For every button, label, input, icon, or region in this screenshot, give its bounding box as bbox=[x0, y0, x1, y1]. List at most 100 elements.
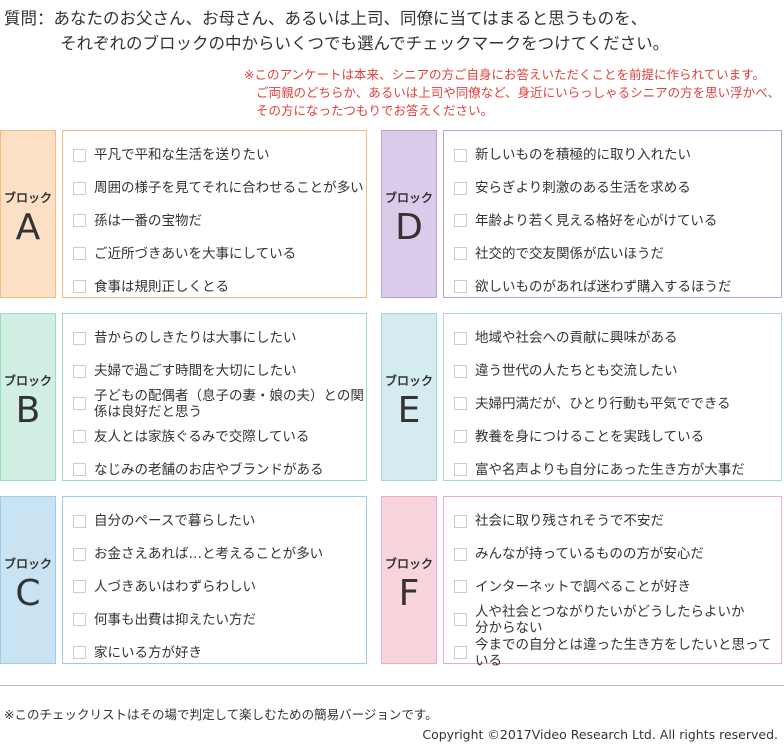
checkbox[interactable] bbox=[454, 364, 467, 378]
checkbox[interactable] bbox=[73, 214, 86, 228]
block-items: 社会に取り残されそうで不安だみんなが持っているものの方が安心だインターネットで調… bbox=[443, 496, 782, 669]
checklist-item[interactable]: 人や社会とつながりたいがどうしたらよいか分からない bbox=[454, 603, 781, 636]
checklist-item[interactable]: 夫婦で過ごす時間を大切にしたい bbox=[73, 355, 366, 388]
block-label-text: ブロック bbox=[3, 191, 52, 205]
block-label-text: ブロック bbox=[3, 374, 52, 388]
checklist-item[interactable]: 富や名声よりも自分にあった生き方が大事だ bbox=[454, 453, 781, 486]
block-label-text: ブロック bbox=[384, 191, 433, 205]
checklist-item[interactable]: 社交的で交友関係が広いほうだ bbox=[454, 237, 781, 270]
checkbox[interactable] bbox=[73, 364, 86, 378]
checkbox[interactable] bbox=[73, 463, 86, 477]
checklist-item[interactable]: 昔からのしきたりは大事にしたい bbox=[73, 322, 366, 355]
checklist-item[interactable]: 周囲の様子を見てそれに合わせることが多い bbox=[73, 172, 366, 205]
block-label-text: ブロック bbox=[384, 374, 433, 388]
checkbox[interactable] bbox=[454, 148, 467, 162]
checkbox[interactable] bbox=[454, 214, 467, 228]
block-items: 昔からのしきたりは大事にしたい夫婦で過ごす時間を大切にしたい子どもの配偶者（息子… bbox=[62, 313, 367, 481]
item-label: 人や社会とつながりたいがどうしたらよいか分からない bbox=[475, 603, 745, 636]
block-label: ブロック D bbox=[381, 130, 437, 298]
block-letter: D bbox=[395, 207, 423, 248]
checklist-item[interactable]: 欲しいものがあれば迷わず購入するほうだ bbox=[454, 270, 781, 303]
checkbox[interactable] bbox=[73, 181, 86, 195]
checklist-item[interactable]: 人づきあいはわずらわしい bbox=[73, 571, 366, 604]
checkbox[interactable] bbox=[73, 430, 86, 444]
checklist-item[interactable]: 何事も出費は抑えたい方だ bbox=[73, 603, 366, 636]
item-label: 違う世代の人たちとも交流したい bbox=[475, 363, 678, 380]
item-label: 教養を身につけることを実践している bbox=[475, 428, 705, 445]
checkbox[interactable] bbox=[454, 580, 467, 594]
checklist-item[interactable]: 違う世代の人たちとも交流したい bbox=[454, 355, 781, 388]
item-label: 何事も出費は抑えたい方だ bbox=[94, 611, 256, 628]
footer-divider bbox=[0, 685, 784, 686]
checklist-item[interactable]: 地域や社会への貢献に興味がある bbox=[454, 322, 781, 355]
block-items: 地域や社会への貢献に興味がある違う世代の人たちとも交流したい夫婦円満だが、ひとり… bbox=[443, 313, 782, 481]
question-line-2: それぞれのブロックの中からいくつでも選んでチェックマークをつけてください。 bbox=[60, 34, 670, 53]
checkbox[interactable] bbox=[454, 613, 467, 627]
note: ※このアンケートは本来、シニアの方ご自身にお答えいただくことを前提に作られていま… bbox=[244, 66, 780, 120]
checklist-item[interactable]: 夫婦円満だが、ひとり行動も平気でできる bbox=[454, 388, 781, 421]
checklist-item[interactable]: 安らぎより刺激のある生活を求める bbox=[454, 172, 781, 205]
item-label: 新しいものを積極的に取り入れたい bbox=[475, 147, 691, 164]
checkbox[interactable] bbox=[73, 613, 86, 627]
checkbox[interactable] bbox=[454, 646, 467, 660]
checkbox[interactable] bbox=[454, 430, 467, 444]
checklist-item[interactable]: 家にいる方が好き bbox=[73, 636, 366, 669]
checkbox[interactable] bbox=[73, 331, 86, 345]
checkbox[interactable] bbox=[73, 247, 86, 261]
checklist-item[interactable]: お金さえあれば…と考えることが多い bbox=[73, 538, 366, 571]
item-label: 家にいる方が好き bbox=[94, 644, 202, 661]
block-letter: C bbox=[15, 573, 41, 614]
checkbox[interactable] bbox=[73, 646, 86, 660]
checkbox[interactable] bbox=[454, 397, 467, 411]
checklist-item[interactable]: 自分のペースで暮らしたい bbox=[73, 505, 366, 538]
item-label: 社交的で交友関係が広いほうだ bbox=[475, 245, 664, 262]
checkbox[interactable] bbox=[73, 514, 86, 528]
item-label: 孫は一番の宝物だ bbox=[94, 212, 202, 229]
checklist-item[interactable]: 食事は規則正しくとる bbox=[73, 270, 366, 303]
item-label: 富や名声よりも自分にあった生き方が大事だ bbox=[475, 461, 745, 478]
item-label: お金さえあれば…と考えることが多い bbox=[94, 546, 324, 563]
item-label: 昔からのしきたりは大事にしたい bbox=[94, 330, 297, 347]
checklist-item[interactable]: みんなが持っているものの方が安心だ bbox=[454, 538, 781, 571]
checklist-item[interactable]: 友人とは家族ぐるみで交際している bbox=[73, 420, 366, 453]
checkbox[interactable] bbox=[454, 280, 467, 294]
checklist-item[interactable]: なじみの老舗のお店やブランドがある bbox=[73, 453, 366, 486]
checklist-item[interactable]: 平凡で平和な生活を送りたい bbox=[73, 139, 366, 172]
item-label: ご近所づきあいを大事にしている bbox=[94, 245, 297, 262]
item-label: 周囲の様子を見てそれに合わせることが多い bbox=[94, 180, 364, 197]
item-label: 年齢より若く見える格好を心がけている bbox=[475, 212, 718, 229]
checkbox[interactable] bbox=[73, 547, 86, 561]
checkbox[interactable] bbox=[454, 331, 467, 345]
checklist-item[interactable]: 新しいものを積極的に取り入れたい bbox=[454, 139, 781, 172]
checkbox[interactable] bbox=[73, 580, 86, 594]
checkbox[interactable] bbox=[454, 247, 467, 261]
checklist-item[interactable]: ご近所づきあいを大事にしている bbox=[73, 237, 366, 270]
block-letter: F bbox=[398, 573, 420, 614]
checklist-item[interactable]: インターネットで調べることが好き bbox=[454, 571, 781, 604]
checkbox[interactable] bbox=[454, 181, 467, 195]
checklist-item[interactable]: 教養を身につけることを実践している bbox=[454, 420, 781, 453]
checklist-item[interactable]: 年齢より若く見える格好を心がけている bbox=[454, 205, 781, 238]
checkbox[interactable] bbox=[454, 463, 467, 477]
note-line: その方になったつもりでお答えください。 bbox=[256, 103, 494, 118]
note-line: ※このアンケートは本来、シニアの方ご自身にお答えいただくことを前提に作られていま… bbox=[244, 67, 765, 82]
checklist-item[interactable]: 社会に取り残されそうで不安だ bbox=[454, 505, 781, 538]
checklist-item[interactable]: 孫は一番の宝物だ bbox=[73, 205, 366, 238]
checkbox[interactable] bbox=[73, 148, 86, 162]
item-label: 友人とは家族ぐるみで交際している bbox=[94, 428, 310, 445]
footnote: ※このチェックリストはその場で判定して楽しむための簡易バージョンです。 bbox=[4, 707, 438, 722]
item-label: みんなが持っているものの方が安心だ bbox=[475, 546, 704, 563]
checklist-item[interactable]: 今までの自分とは違った生き方をしたいと思っている bbox=[454, 636, 781, 669]
question: 質問：あなたのお父さん、お母さん、あるいは上司、同僚に当てはまると思うものを、 … bbox=[4, 6, 669, 56]
checkbox[interactable] bbox=[454, 514, 467, 528]
checklist-item[interactable]: 子どもの配偶者（息子の妻・娘の夫）との関係は良好だと思う bbox=[73, 388, 366, 421]
item-label: 夫婦円満だが、ひとり行動も平気でできる bbox=[475, 395, 731, 412]
checkbox[interactable] bbox=[73, 280, 86, 294]
block-items: 自分のペースで暮らしたいお金さえあれば…と考えることが多い人づきあいはわずらわし… bbox=[62, 496, 367, 664]
checkbox[interactable] bbox=[73, 397, 86, 411]
checkbox[interactable] bbox=[454, 547, 467, 561]
